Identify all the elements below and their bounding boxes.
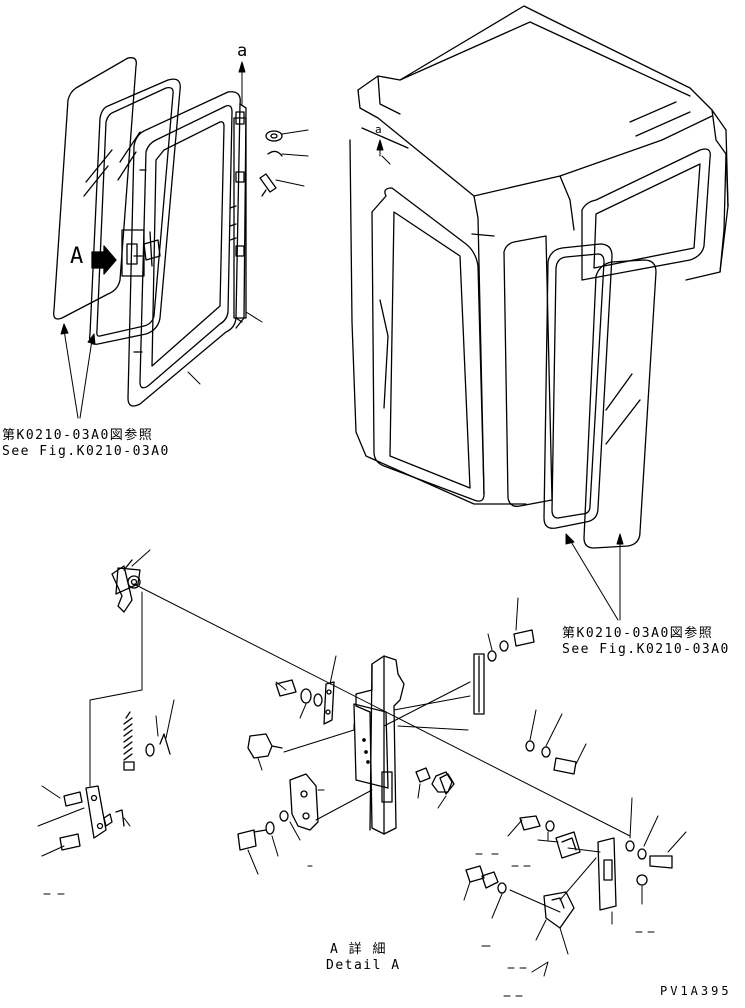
door-glass-pane bbox=[54, 58, 137, 319]
rod-connector bbox=[248, 734, 282, 758]
latch-spring-assembly bbox=[124, 712, 170, 770]
latch-lever bbox=[60, 786, 124, 850]
dash-marks bbox=[44, 854, 654, 996]
detail-leaders bbox=[38, 550, 686, 976]
leader-lines-door bbox=[61, 62, 308, 418]
door-lock-body bbox=[354, 656, 404, 834]
reference-a-cab: a bbox=[375, 123, 384, 136]
detail-title-jp: A 詳 細 bbox=[330, 942, 387, 957]
cab-side-glass bbox=[584, 260, 656, 548]
striker-plate bbox=[290, 774, 318, 830]
reference-a-door: a bbox=[237, 41, 249, 61]
catch-assembly bbox=[544, 832, 616, 928]
cab-side-seal bbox=[544, 244, 612, 528]
drawing-code: PV1A395 bbox=[660, 984, 732, 998]
detail-title-en: Detail A bbox=[326, 958, 401, 973]
cab-body bbox=[350, 6, 728, 506]
rod-end-fitting bbox=[112, 560, 140, 612]
door-latch-handle bbox=[122, 230, 160, 276]
see-fig-right-en: See Fig.K0210-03A0 bbox=[562, 642, 730, 657]
door-fasteners bbox=[260, 131, 282, 196]
see-fig-left-en: See Fig.K0210-03A0 bbox=[2, 444, 170, 459]
see-fig-left-jp: 第K0210-03A0図参照 bbox=[2, 428, 154, 443]
door-frame bbox=[128, 92, 246, 406]
right-arrow-icon bbox=[92, 246, 116, 274]
detail-marker-a: A bbox=[70, 244, 84, 269]
door-glass-seal bbox=[90, 79, 181, 344]
lock-bracket bbox=[324, 682, 334, 724]
striker-bar bbox=[474, 654, 484, 714]
see-fig-right-jp: 第K0210-03A0図参照 bbox=[562, 626, 714, 641]
detail-fasteners bbox=[238, 630, 672, 893]
leader-lines-cab bbox=[377, 140, 623, 620]
door-hinge-plate bbox=[234, 118, 246, 318]
